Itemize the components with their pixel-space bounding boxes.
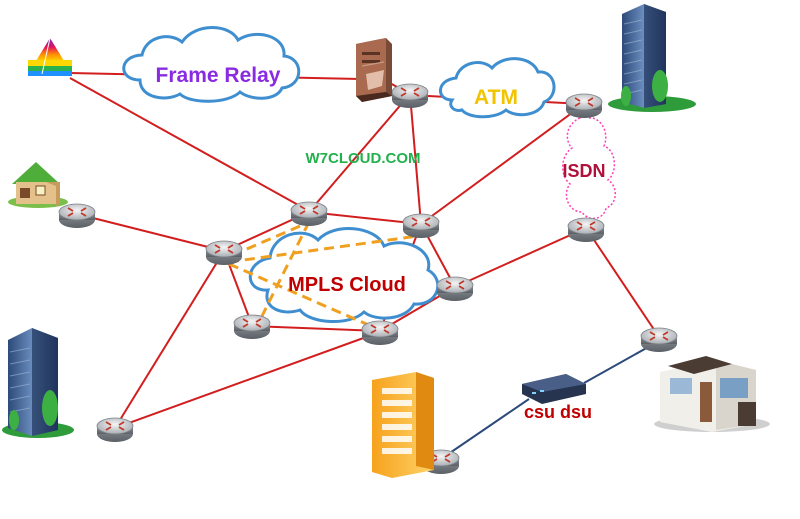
server-rack-icon bbox=[372, 372, 434, 478]
isdn-cloud: ISDN bbox=[562, 114, 616, 220]
office-tower-icon bbox=[2, 328, 74, 438]
link bbox=[454, 227, 587, 288]
link bbox=[114, 250, 225, 429]
link bbox=[69, 77, 310, 212]
link bbox=[251, 325, 381, 332]
router-icon bbox=[436, 276, 474, 302]
atm-label: ATM bbox=[474, 86, 518, 109]
link bbox=[420, 103, 585, 225]
frame-relay-label: Frame Relay bbox=[156, 64, 281, 87]
link bbox=[76, 213, 225, 252]
office-tower-icon bbox=[608, 4, 696, 112]
router-icon bbox=[205, 240, 243, 266]
router-icon bbox=[567, 217, 605, 243]
link bbox=[409, 93, 422, 225]
link bbox=[114, 331, 381, 429]
link bbox=[308, 211, 422, 225]
csu-dsu-label: csu dsu bbox=[524, 402, 592, 422]
isdn-label: ISDN bbox=[562, 161, 605, 181]
router-icon bbox=[290, 201, 328, 227]
mpls-label: MPLS Cloud bbox=[288, 274, 406, 296]
link bbox=[585, 227, 660, 338]
mpls-cloud: MPLS Cloud bbox=[225, 221, 440, 332]
small-house-icon bbox=[8, 162, 68, 208]
router-icon bbox=[391, 83, 429, 109]
atm-cloud: ATM bbox=[439, 57, 556, 119]
router-icon bbox=[233, 314, 271, 340]
router-icon bbox=[96, 417, 134, 443]
router-icon bbox=[565, 93, 603, 119]
router-icon bbox=[640, 327, 678, 353]
frame-relay-cloud: Frame Relay bbox=[122, 26, 301, 103]
link bbox=[440, 398, 530, 460]
link bbox=[308, 93, 411, 213]
pyramid-stack-icon bbox=[28, 37, 72, 76]
router-icon bbox=[58, 203, 96, 229]
router-icon bbox=[402, 213, 440, 239]
router-icon bbox=[361, 320, 399, 346]
server-cabinet-icon bbox=[356, 38, 392, 102]
csu-dsu-device-icon bbox=[522, 374, 586, 404]
modern-house-icon bbox=[654, 356, 770, 432]
watermark-text: W7CLOUD.COM bbox=[306, 150, 421, 167]
